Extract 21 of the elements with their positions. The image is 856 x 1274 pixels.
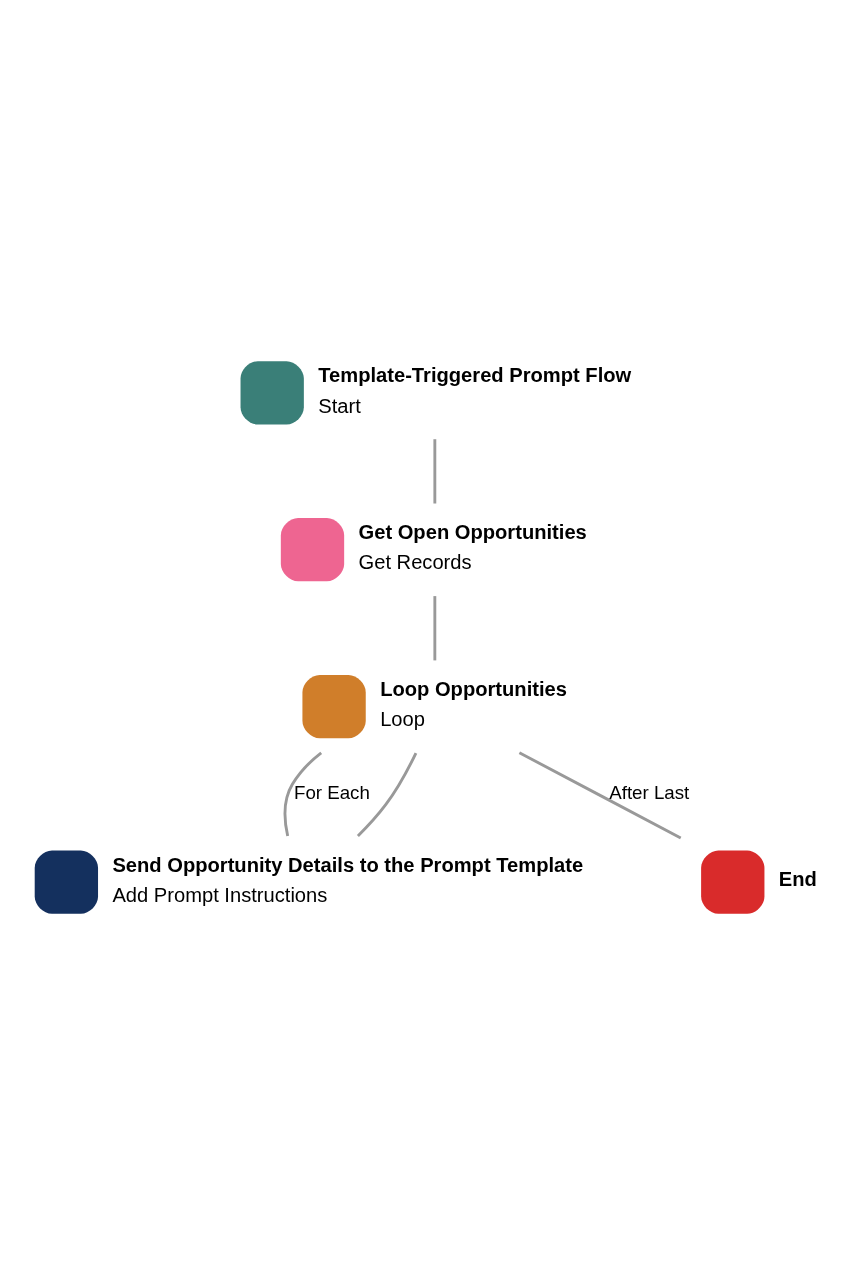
connector [283, 751, 323, 836]
connector [356, 751, 418, 837]
connector [433, 438, 437, 503]
node-label: Loop [380, 707, 425, 730]
node-label: Loop Opportunities [380, 677, 567, 700]
node-box [701, 850, 765, 914]
node-box [34, 850, 99, 914]
node-label: Template-Triggered Prompt Flow [318, 363, 632, 386]
connector [433, 595, 437, 660]
node-label: Get Records [358, 550, 472, 573]
node-box [280, 517, 345, 581]
node-label: End [778, 867, 817, 890]
edge-label: For Each [293, 781, 370, 803]
node-box [302, 674, 366, 738]
node-label: Get Open Opportunities [358, 520, 587, 543]
connector [518, 750, 682, 839]
edge-label: After Last [609, 781, 690, 803]
node-label: Send Opportunity Details to the Prompt Template [112, 853, 584, 876]
node-box [240, 360, 304, 424]
node-label: Add Prompt Instructions [112, 883, 328, 906]
node-label: Start [318, 394, 361, 417]
